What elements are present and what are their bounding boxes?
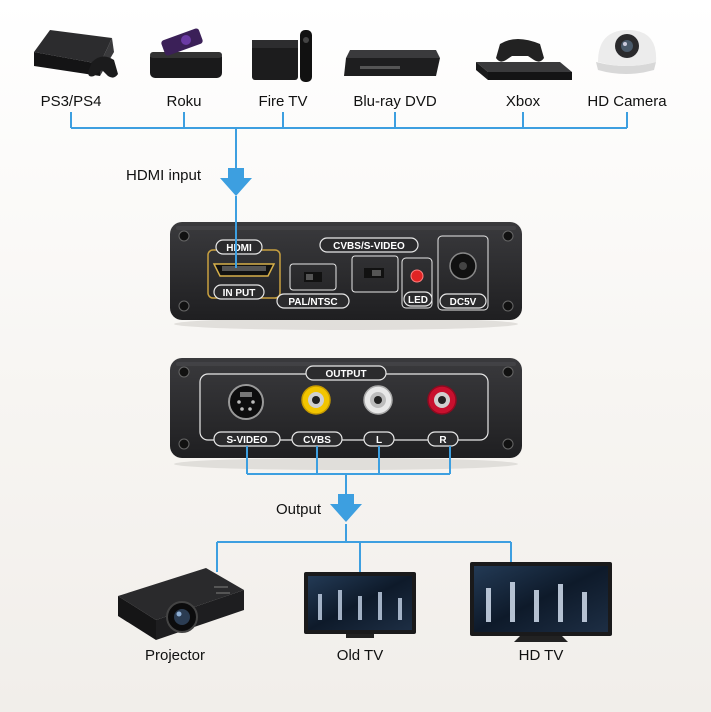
- converter-back-panel: OUTPUT S-VIDEO CVBS L R: [170, 358, 522, 470]
- left-audio-label: L: [376, 435, 382, 446]
- dest-label-hd-tv: HD TV: [519, 647, 564, 664]
- cvbs-svideo-label: CVBS/S-VIDEO: [333, 241, 405, 252]
- dest-label-projector: Projector: [145, 647, 205, 664]
- roku-player-icon: [150, 28, 222, 78]
- right-audio-label: R: [439, 435, 447, 446]
- input-arrow-icon: [220, 168, 252, 196]
- cvbs-label: CVBS: [303, 435, 331, 446]
- ps3-console-icon: [34, 30, 118, 78]
- bluray-player-icon: [344, 50, 440, 76]
- output-label: Output: [276, 501, 322, 518]
- source-label-roku: Roku: [166, 93, 201, 110]
- source-label-ps3-ps4: PS3/PS4: [41, 93, 102, 110]
- hdmi-top-label: HDMI: [226, 243, 252, 254]
- input-label: HDMI input: [126, 167, 202, 184]
- projector-icon: [118, 568, 244, 640]
- fire-tv-icon: [252, 30, 312, 82]
- pal-ntsc-label: PAL/NTSC: [288, 297, 337, 308]
- led-label: LED: [408, 295, 428, 306]
- input-connector-lines: [70, 112, 628, 170]
- source-label-xbox: Xbox: [506, 93, 541, 110]
- dome-camera-icon: [596, 30, 657, 74]
- converter-front-panel: HDMI IN PUT PAL/NTSC CVBS/S-VIDEO LED DC…: [170, 222, 522, 330]
- source-label-bluray-dvd: Blu-ray DVD: [353, 93, 437, 110]
- dest-label-old-tv: Old TV: [337, 647, 383, 664]
- source-label-fire-tv: Fire TV: [259, 93, 308, 110]
- hd-tv-icon: [470, 562, 612, 642]
- output-connector-lines: [216, 446, 512, 572]
- output-panel-label: OUTPUT: [325, 369, 366, 380]
- hdmi-bottom-label: IN PUT: [223, 288, 256, 299]
- source-label-hd-camera: HD Camera: [587, 93, 667, 110]
- xbox-console-icon: [476, 39, 572, 80]
- svideo-label: S-VIDEO: [226, 435, 267, 446]
- old-tv-icon: [304, 572, 416, 638]
- dc-label: DC5V: [450, 297, 477, 308]
- output-arrow-icon: [330, 494, 362, 522]
